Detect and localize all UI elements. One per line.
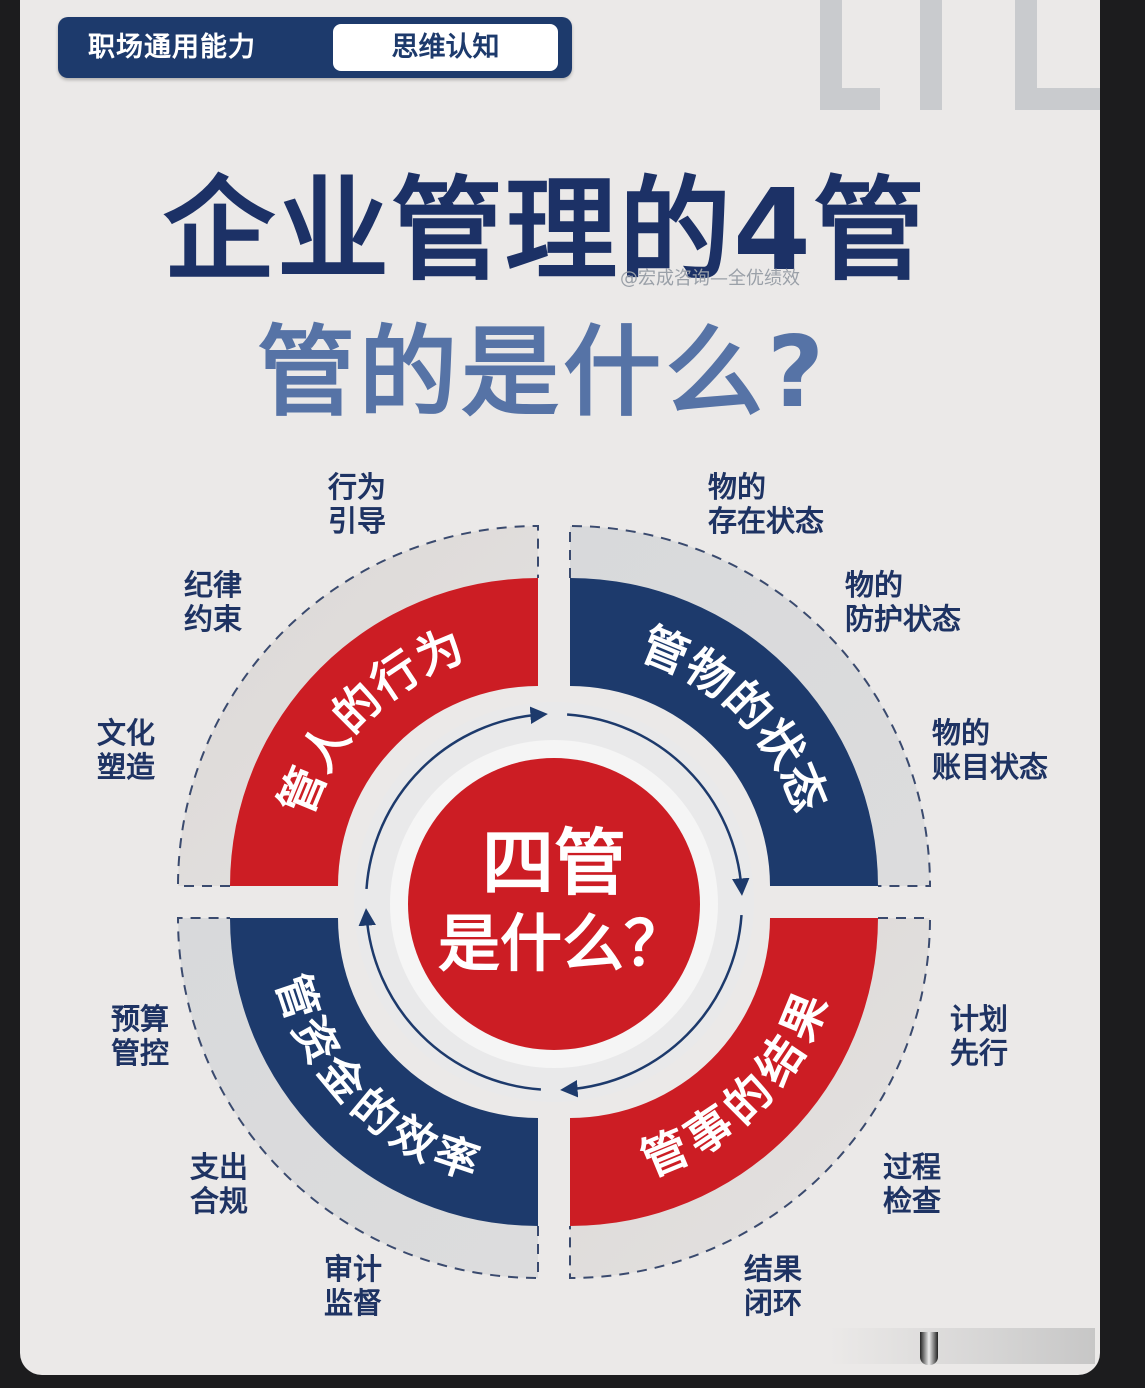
main-title: 企业管理的4管: [163, 166, 927, 296]
watermark-letters: [1015, 88, 1100, 110]
outer-band: [570, 526, 930, 886]
four-management-diagram: 管人的行为 管物的状态 管事的结果 管资金的效率: [176, 524, 932, 1280]
overlay-toolbar: [830, 1328, 1095, 1364]
watermark-letters: [820, 0, 842, 110]
dashed-outline: [569, 917, 932, 1280]
label-behavior-guidance: 行为引导: [327, 470, 386, 538]
watermark-letters: [920, 0, 942, 110]
label-account-state: 物的账目状态: [932, 716, 1049, 784]
label-protection-state: 物的防护状态: [845, 568, 962, 636]
label-budget-control: 预算管控: [110, 1002, 169, 1070]
category-label[interactable]: 职场通用能力: [88, 32, 256, 63]
colored-band: [570, 578, 878, 886]
cycle-arrow-icon: [567, 713, 750, 896]
category-tab-bar: 职场通用能力 思维认知: [58, 17, 572, 78]
outer-band: [570, 918, 930, 1278]
watermark-letters: [1015, 0, 1037, 110]
cycle-arrow-icon: [365, 706, 548, 889]
infographic-card: 职场通用能力 思维认知 企业管理的4管 @宏成咨询—全优绩效 管的是什么? 管人…: [20, 0, 1100, 1375]
label-plan-first: 计划先行: [949, 1002, 1008, 1070]
dashed-outline: [176, 917, 539, 1280]
colored-band: [230, 578, 538, 886]
watermark-letters: [820, 88, 880, 110]
outer-band: [178, 918, 538, 1278]
overlay-handle[interactable]: [920, 1332, 938, 1365]
colored-band: [230, 918, 538, 1226]
cycle-arrow-icon: [560, 915, 743, 1098]
dashed-outline: [176, 524, 539, 887]
label-existence-state: 物的存在状态: [708, 470, 825, 538]
label-culture: 文化塑造: [96, 716, 155, 784]
outer-band: [178, 526, 538, 886]
author-credit: @宏成咨询—全优绩效: [620, 268, 800, 289]
center-subtitle: 是什么？: [438, 907, 686, 980]
cycle-arrow-icon: [358, 908, 541, 1091]
dashed-outline: [569, 524, 932, 887]
active-tab[interactable]: 思维认知: [333, 24, 558, 71]
label-discipline: 纪律约束: [183, 568, 242, 636]
label-audit: 审计监督: [323, 1252, 382, 1320]
label-expense-compliance: 支出合规: [189, 1150, 248, 1218]
sub-title: 管的是什么?: [257, 316, 828, 430]
label-result-loop: 结果闭环: [743, 1252, 802, 1320]
center-title: 四管: [482, 821, 626, 905]
quadrant-fund-efficiency: 管资金的效率: [176, 917, 539, 1280]
center-circle: [408, 758, 700, 1050]
colored-band: [570, 918, 878, 1226]
label-process-check: 过程检查: [882, 1150, 941, 1218]
